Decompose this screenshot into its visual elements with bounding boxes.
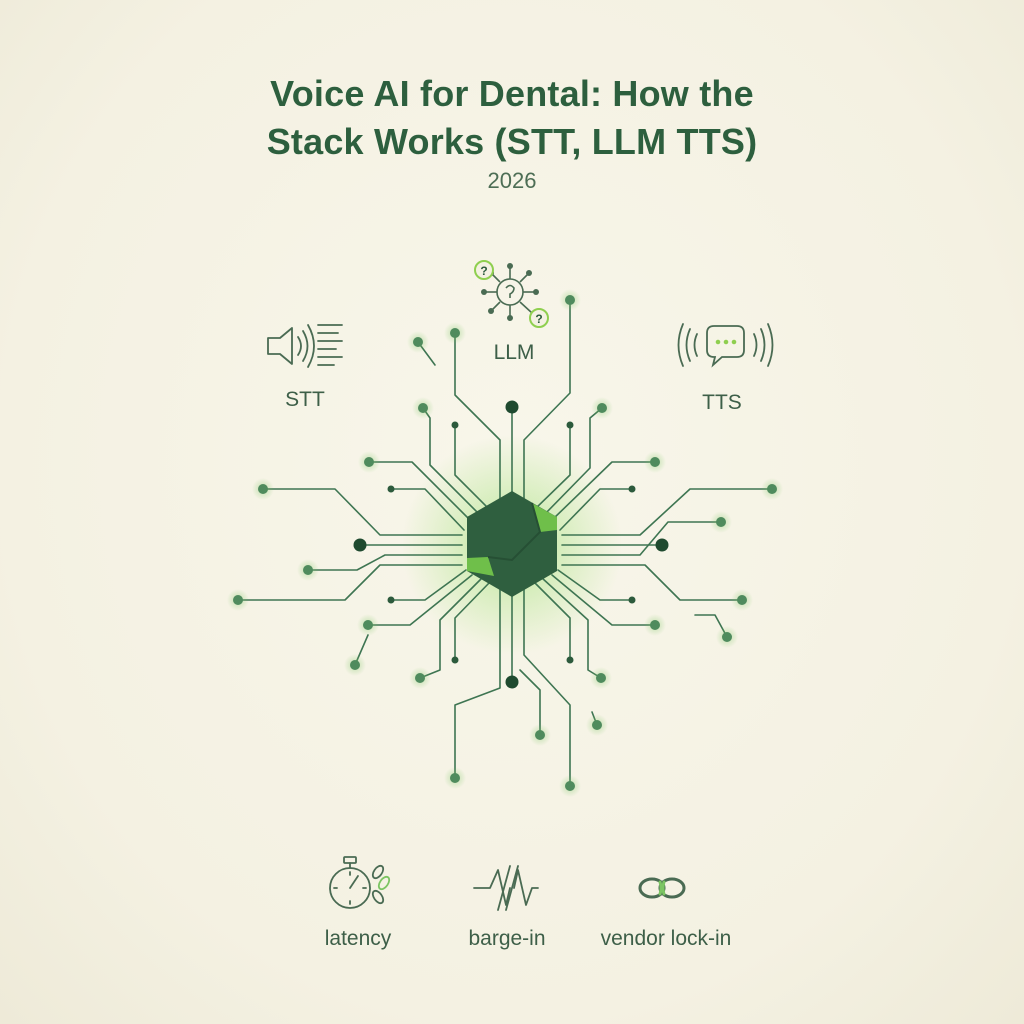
vendor-lock-in-label: vendor lock-in [600,927,732,950]
trace [237,564,463,601]
via [451,656,459,664]
major-node-left [353,538,367,552]
node [450,773,460,783]
llm-label: LLM [493,341,535,364]
node [650,457,660,467]
svg-text:?: ? [480,264,487,278]
trace [561,564,743,601]
node [233,595,243,605]
node [767,484,777,494]
major-node-top [505,400,519,414]
trace [519,669,541,736]
trace [307,554,463,571]
node [722,632,732,642]
neural-network-question-icon: ? ? [474,260,549,328]
via [451,421,459,429]
speaker-with-text-icon [267,324,343,368]
stt-label: STT [285,388,325,411]
trace [561,521,722,556]
page-title: Voice AI for Dental: How the Stack Works… [0,70,1024,166]
trace [454,584,501,779]
node [415,673,425,683]
stopwatch-chain-icon [329,856,391,909]
trace [533,581,571,661]
circuit-traces [237,299,773,787]
node [413,337,423,347]
trace [559,488,633,531]
major-node-bottom [505,675,519,689]
node [592,720,602,730]
trace [454,424,491,511]
trace [367,574,473,626]
trace [523,584,571,787]
major-nodes [353,400,669,689]
trace [390,488,465,531]
year-subtitle: 2026 [487,168,537,193]
trace [454,581,491,661]
node [716,517,726,527]
via [387,596,395,604]
node [597,403,607,413]
speech-bubble-waves-icon [677,323,774,368]
trace [561,488,773,536]
node [364,457,374,467]
trace [551,461,656,521]
trace [533,424,571,511]
major-node-right [655,538,669,552]
via [628,485,636,493]
trace [262,488,463,536]
trace [523,299,571,506]
barge-in-label: barge-in [468,927,546,950]
chain-link-icon [638,877,686,899]
node [450,328,460,338]
hexagon-chip-icon [467,491,557,597]
via [387,485,395,493]
node [258,484,268,494]
glow-nodes [227,289,783,797]
title-line-2: Stack Works (STT, LLM TTS) [266,121,758,162]
node [418,403,428,413]
node [303,565,313,575]
via [566,656,574,664]
title-line-1: Voice AI for Dental: How the [270,73,754,114]
waveform-interrupt-icon [473,865,539,911]
tts-label: TTS [702,391,742,414]
node [737,595,747,605]
trace [390,569,467,601]
trace [454,332,501,506]
via [566,421,574,429]
node [650,620,660,630]
svg-text:?: ? [535,312,542,326]
node [565,781,575,791]
node [350,660,360,670]
trace [551,574,656,626]
trace [557,569,633,601]
node [565,295,575,305]
node [535,730,545,740]
node [363,620,373,630]
via-dots [387,421,636,664]
trace [368,461,471,521]
latency-label: latency [324,927,392,950]
via [628,596,636,604]
node [596,673,606,683]
